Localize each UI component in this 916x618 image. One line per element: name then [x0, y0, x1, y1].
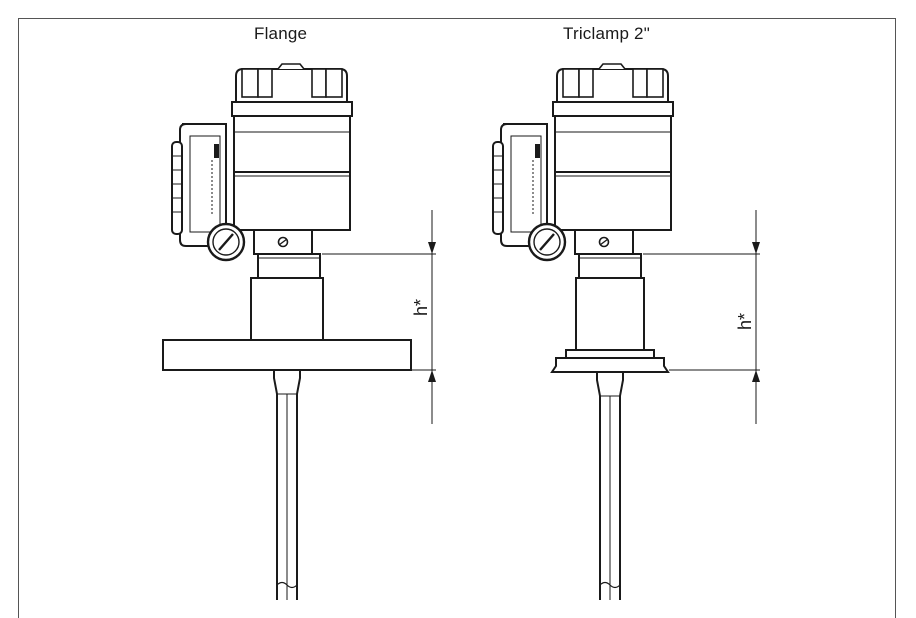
triclamp-dimension-label: h*: [735, 313, 755, 330]
triclamp-instrument: h*: [491, 62, 760, 600]
triclamp-title: Triclamp 2": [563, 24, 650, 43]
flange-title: Flange: [254, 24, 308, 43]
diagram-frame: [18, 18, 896, 618]
flange-dimension-label: h*: [411, 299, 431, 316]
flange-instrument: h*: [162, 62, 436, 600]
